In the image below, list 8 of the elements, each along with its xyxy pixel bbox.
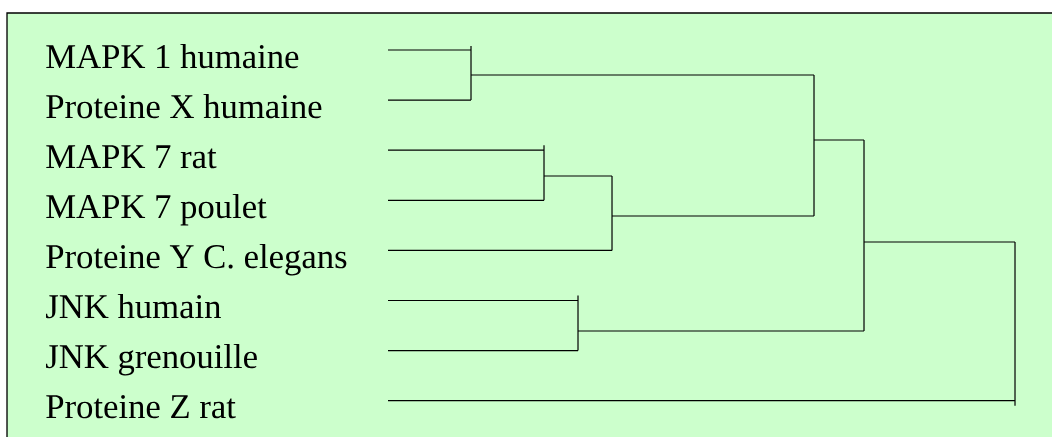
species-label: MAPK 7 poulet	[46, 193, 267, 226]
species-label: MAPK 1 humaine	[46, 43, 299, 69]
species-label: Proteine Y C. elegans	[46, 243, 347, 276]
species-label: JNK grenouille	[46, 343, 257, 376]
species-label: JNK humain	[46, 293, 221, 319]
species-label: Proteine X humaine	[46, 93, 322, 119]
species-label: Proteine Z rat	[46, 395, 236, 419]
species-label: MAPK 7 rat	[46, 145, 217, 169]
